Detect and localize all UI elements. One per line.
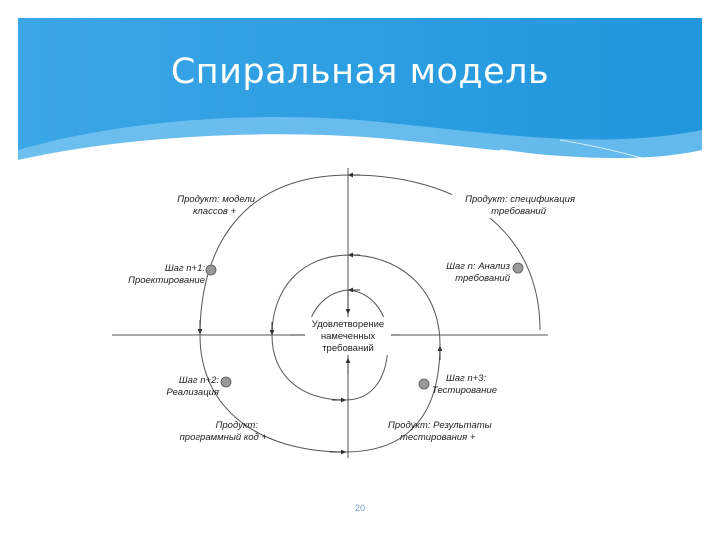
slide-title: Спиральная модель: [170, 52, 550, 92]
header-wave-line-2: [559, 139, 703, 179]
spiral-path: [199, 174, 541, 453]
product-test-results-line1: Продукт: Результаты: [388, 420, 492, 431]
product-class-models-line2: классов +: [193, 206, 237, 217]
step-testing-line2: Тестирование: [432, 385, 497, 396]
product-code-line2: программный код +: [180, 432, 268, 443]
node-step-design: [205, 264, 217, 276]
product-spec-bg: [452, 190, 576, 218]
center-label-bg: [305, 317, 391, 355]
header-wave-line: [499, 149, 703, 191]
center-label-line3: требований: [322, 343, 374, 354]
step-analysis-line2: требований: [455, 273, 511, 284]
page-number: 20: [354, 503, 365, 513]
step-implementation-line1: Шаг n+2:: [179, 375, 219, 386]
step-implementation-line2: Реализация: [166, 387, 219, 398]
product-code-line1: Продукт:: [216, 420, 259, 431]
product-test-results-line2: тестирования +: [400, 432, 476, 443]
step-design-line2: Проектирование: [128, 275, 205, 286]
product-class-models-line1: Продукт: модели: [177, 194, 256, 205]
step-testing-line1: Шаг n+3:: [446, 373, 486, 384]
product-spec-line2: требований: [491, 206, 547, 217]
center-label-line2: намеченных: [321, 331, 376, 342]
product-spec-line1: Продукт: спецификация: [465, 194, 575, 205]
center-label-line1: Удовлетворение: [312, 319, 384, 330]
step-analysis-line1: Шаг n: Анализ: [446, 261, 510, 272]
header-banner: [18, 18, 703, 200]
header-wave-white: [18, 134, 702, 200]
node-step-analysis: [512, 262, 524, 274]
node-step-testing: [418, 378, 430, 390]
step-design-line1: Шаг n+1:: [165, 263, 205, 274]
node-step-implementation: [220, 376, 232, 388]
